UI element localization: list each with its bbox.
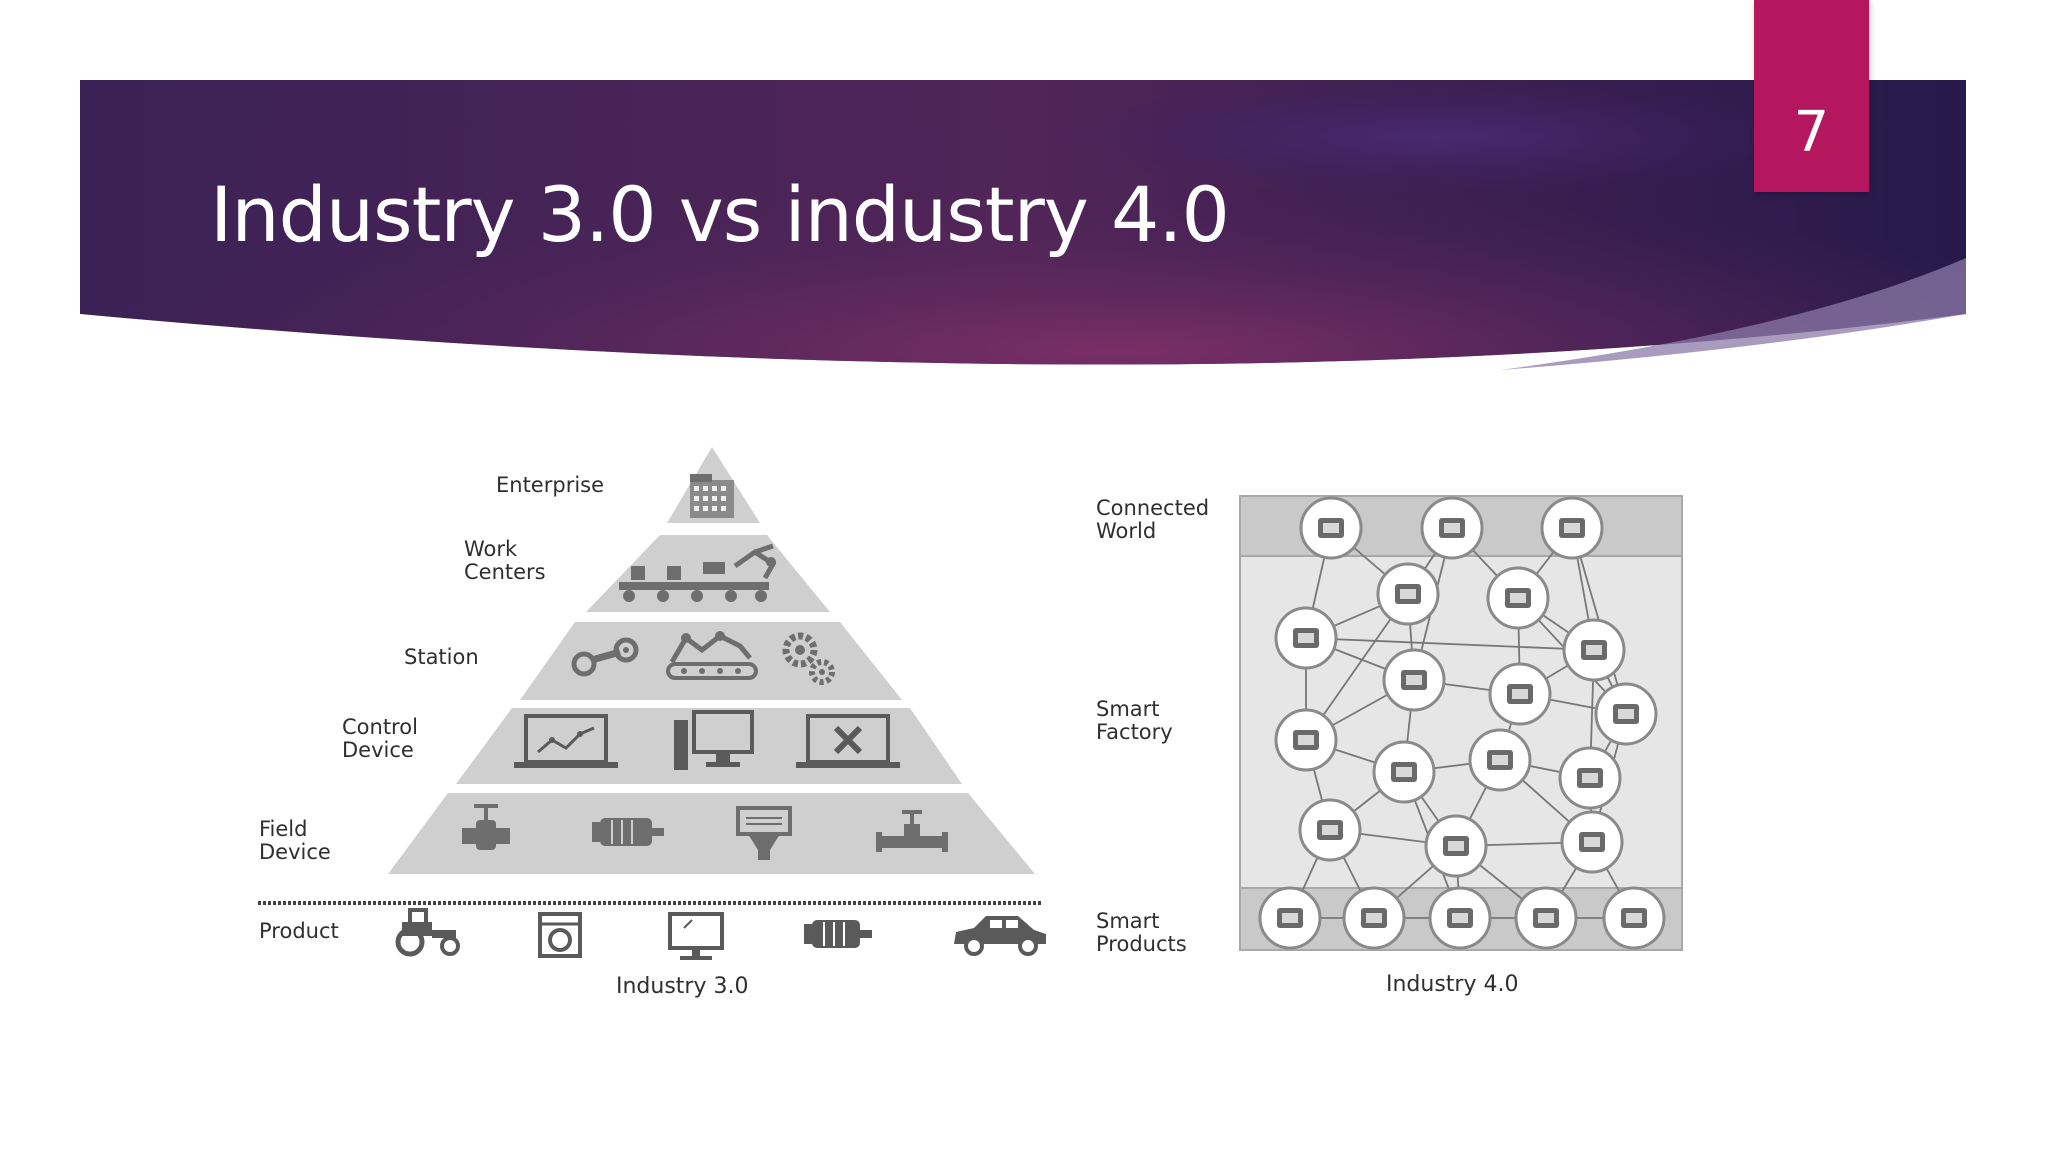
level-label-work-centers: Work Centers [464,537,546,584]
network-nodes [1258,496,1666,950]
network-edge [1305,637,1595,651]
washing-machine-icon [538,912,582,958]
cloud-tree-icon [1299,496,1363,560]
assembly-line-icon [1382,648,1446,712]
gears-icon [782,632,835,685]
tractor-icon [1258,886,1322,950]
building-icon [690,474,734,518]
sensor-icon [736,806,792,860]
pipe-valve-icon [1560,810,1624,874]
valve-icon [462,804,510,850]
motor-icon [804,920,872,948]
assembly-line-icon [666,631,758,680]
globe-icon [1420,496,1484,560]
conveyor-robot-icon [619,543,777,602]
laptop-chart-icon [514,714,618,768]
page-number-badge: 7 [1754,0,1869,192]
layer-label-connected-world: Connected World [1096,496,1210,543]
page-number: 7 [1793,100,1830,165]
robot-arm-icon [571,637,639,677]
robot-arm-icon [1594,682,1658,746]
pipe-valve-icon [876,810,948,852]
layer-label-smart-factory: Smart Factory [1096,697,1173,744]
slide-title: Industry 3.0 vs industry 4.0 [210,170,1230,259]
product-label: Product [259,919,339,943]
motor-icon [1514,886,1578,950]
level-label-field-device: Field Device [259,817,331,864]
calculator-icon [1372,740,1436,804]
gears-icon [1488,662,1552,726]
car-icon [954,916,1046,956]
conveyor-robot-icon [1274,606,1338,670]
washing-machine-icon [1342,886,1406,950]
worker-idea-icon [1468,728,1532,792]
industry40-caption: Industry 4.0 [1386,972,1519,997]
monitor-icon [668,912,724,960]
sensor-icon [1424,814,1488,878]
level-label-control-device: Control Device [342,715,418,762]
motor-icon [592,818,664,846]
industry30-caption: Industry 3.0 [616,974,749,999]
tractor-icon [395,908,460,957]
pyramid-level-field-device [388,793,1035,874]
motor-icon [1298,798,1362,862]
layer-label-smart-products: Smart Products [1096,909,1187,956]
level-label-enterprise: Enterprise [496,473,605,497]
car-icon [1602,886,1666,950]
building-icon [1376,562,1440,626]
desktop-computer-icon [674,710,754,770]
laptop-chart-icon [1558,746,1622,810]
title-banner [80,80,1966,370]
cloud-network-icon [1540,496,1604,560]
level-label-station: Station [404,645,479,669]
city-icon [1486,566,1550,630]
monitor-icon [1428,886,1492,950]
laptop-tools-icon [796,714,900,768]
laptop-tools-icon [1274,708,1338,772]
factory-icon [1562,618,1626,682]
